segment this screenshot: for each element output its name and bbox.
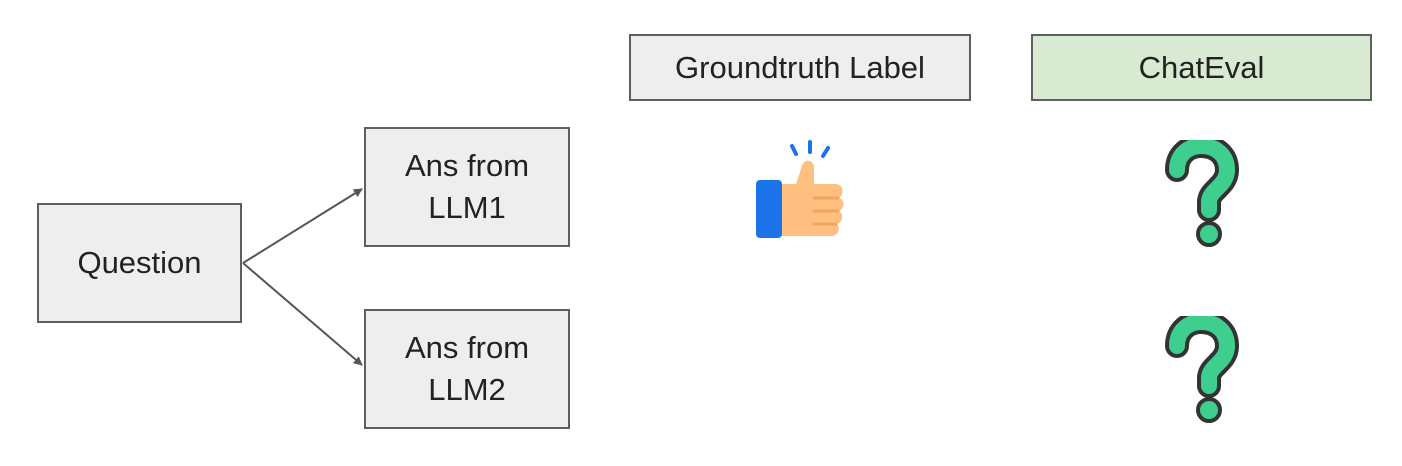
chateval-header: ChatEval — [1031, 34, 1372, 101]
question-mark-icon — [1165, 316, 1239, 423]
thumbs-up-icon — [756, 140, 844, 238]
answer-llm2-box: Ans from LLM2 — [364, 309, 570, 429]
answer-llm1-box: Ans from LLM1 — [364, 127, 570, 247]
arrow-to-ans1 — [242, 188, 363, 264]
question-box: Question — [37, 203, 242, 323]
question-mark-icon — [1165, 140, 1239, 247]
arrow-to-ans2 — [242, 262, 363, 366]
groundtruth-label-header: Groundtruth Label — [629, 34, 971, 101]
